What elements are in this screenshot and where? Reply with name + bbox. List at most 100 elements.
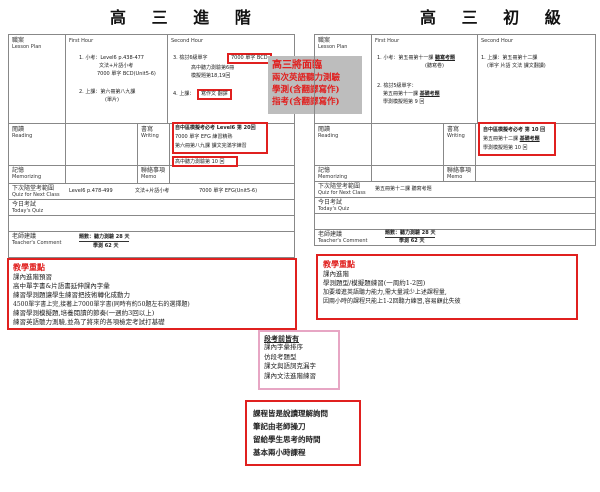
left-quiz-next-en: Quiz for Next Class	[12, 192, 60, 198]
left-write-en: Writing	[141, 133, 159, 139]
left-sh-item3: 3. 檢討6級單字	[173, 55, 208, 61]
summary-line-3: 留給學生思考的時間	[253, 435, 321, 444]
right-write-3: 學測模擬題第 10 回	[483, 145, 528, 151]
left-write-label: 書寫	[141, 126, 154, 133]
right-fh-item1b: (聽寫卷)	[425, 63, 444, 69]
right-fh-item1: 1. 小考：第五冊第十一課	[377, 55, 434, 61]
left-quiz-next-v2: 文法+片語小考	[135, 188, 170, 194]
left-lesson-label: 職案	[12, 37, 25, 44]
right-comment-v2: 學測 62 天	[399, 238, 425, 244]
right-fh-item1-ul: 聽寫考題	[434, 55, 455, 61]
right-write-en: Writing	[447, 133, 465, 139]
exam-callout: 高三將面臨 兩次英語聽力測驗 學測(含翻譯寫作) 指考(含翻譯寫作)	[268, 56, 362, 114]
right-lesson-label: 職案	[318, 37, 331, 44]
right-notes-line-2: 學測題型/模擬題練習(一周約1-2回)	[323, 279, 426, 287]
right-memo-label: 聯絡事項	[447, 167, 472, 174]
right-comment-v1: 題數：聽力測驗 28 天	[385, 230, 436, 238]
left-quiz-next-v3: 7000 單字 EFG(Unit5-6)	[199, 188, 258, 194]
left-today-label: 今日考試	[12, 201, 37, 208]
left-fh-item1c: 7000 單字 BCD(Unit5-6)	[97, 71, 156, 77]
callout-line-1: 高三將面臨	[272, 60, 322, 71]
pre-exam-line-1: 課內字彙排序	[264, 343, 303, 351]
left-notes-heading: 教學重點	[13, 263, 45, 272]
right-quiz-next-v1: 第五冊第十二課 聽寫考題	[375, 186, 432, 192]
right-sh-item1: 1. 上課：第五冊第十二課	[481, 55, 538, 61]
right-teaching-notes: 教學重點 課內進階 學測題型/模擬題練習(一周約1-2回) 加要增進英語聽力能力…	[316, 254, 578, 320]
left-notes-line-4: 4500單字書上完,接著上7000單字書(同時有約50題左右的選擇題)	[13, 301, 190, 308]
pre-exam-box: 段考前皆有 課內字彙排序 仿段考題型 課文與語詞克漏字 課內文法進階練習	[258, 330, 340, 390]
right-mem-label: 記憶	[318, 167, 331, 174]
left-read-en: Reading	[12, 133, 33, 139]
right-notes-heading: 教學重點	[323, 260, 355, 269]
left-notes-line-3: 練習學測題讓學生練習把技術轉化成動力	[13, 291, 130, 299]
right-read-label: 閱讀	[318, 126, 331, 133]
left-mem-label: 記憶	[12, 167, 25, 174]
right-lesson-plan-form: 職案 Lesson Plan First Hour Second Hour 1.…	[314, 34, 596, 246]
left-mem-en: Memorizing	[12, 174, 42, 180]
summary-line-1: 課程皆是說讀理解詢問	[253, 409, 328, 418]
pre-exam-line-4: 課內文法進階練習	[264, 371, 316, 380]
right-fh-item2c: 學測模擬題第 9 回	[383, 99, 425, 105]
right-mem-en: Memorizing	[318, 174, 348, 180]
right-fh-item2b-ul: 基礎考題	[419, 91, 440, 97]
left-quiz-next-v1: Level6 p.478-499	[69, 188, 113, 194]
pre-exam-line-2: 仿段考題型	[264, 352, 297, 361]
left-write-highlight-box	[172, 122, 268, 154]
left-write-4: 高中聽力測驗第 10 回	[175, 159, 225, 165]
callout-line-2: 兩次英語聽力測驗	[272, 73, 341, 83]
right-read-en: Reading	[318, 133, 339, 139]
left-sh-item3-box: 7000 單字 BCD	[227, 53, 272, 64]
right-write-highlight-box	[478, 122, 556, 156]
right-comment-label: 老師建議	[318, 231, 343, 238]
left-comment-v1: 題數：聽力測驗 28 天	[79, 234, 130, 242]
left-sh-item3b: 高中聽力測驗第6冊	[191, 65, 235, 71]
right-lesson-en: Lesson Plan	[318, 44, 348, 50]
course-summary-box: 課程皆是說讀理解詢問 筆記由老師操刀 留給學生思考的時間 基本兩小時課程	[245, 400, 361, 466]
left-memo-en: Memo	[141, 174, 157, 180]
left-write-3: 第六冊第八九課 課文完滿字練習	[175, 143, 247, 149]
left-read-label: 閱讀	[12, 126, 25, 133]
left-lesson-plan-form: 職案 Lesson Plan First Hour Second Hour 1.…	[8, 34, 295, 258]
left-comment-v2: 學測 62 天	[93, 243, 119, 249]
left-teaching-notes: 教學重點 課內進階預習 高中單字書&片語書延伸課內字彙 練習學測題讓學生練習把技…	[7, 258, 297, 330]
callout-line-3: 學測(含翻譯寫作)	[272, 85, 340, 95]
right-title: 高 三 初 級	[420, 8, 571, 27]
right-write-label: 書寫	[447, 126, 460, 133]
pre-exam-heading: 段考前皆有	[264, 334, 299, 343]
right-first-hour-label: First Hour	[375, 38, 400, 44]
left-fh-item2: 2. 上課：第六冊第八九課	[79, 89, 136, 95]
left-lesson-en: Lesson Plan	[12, 44, 42, 50]
right-fh-item2: 2. 檢討5級單字：	[377, 83, 417, 89]
right-comment-en: Teacher's Comment	[318, 238, 368, 244]
left-notes-line-1: 課內進階預習	[13, 273, 52, 281]
right-notes-line-4: 因兩小時的課程只能上1-2回聽力練習,容易顧此失彼	[323, 298, 461, 305]
left-sh-item4: 4. 上課：	[173, 91, 195, 97]
right-write-2-ul: 基礎考題	[519, 136, 540, 142]
left-comment-en: Teacher's Comment	[12, 240, 62, 246]
right-second-hour-label: Second Hour	[481, 38, 514, 44]
right-today-en: Today's Quiz	[318, 206, 350, 212]
right-memo-en: Memo	[447, 174, 463, 180]
left-fh-item1: 1. 小考：Level6 p.438-477	[79, 55, 144, 61]
right-write-1: 自中區模擬考必考 第 10 回	[483, 127, 546, 133]
callout-line-4: 指考(含翻譯寫作)	[272, 97, 340, 107]
left-fh-item2b: (單片)	[105, 97, 119, 103]
left-write-1: 自中區模擬考必考 Level6 第 20回	[175, 125, 256, 131]
right-fh-item2b: 第五冊第十一課	[383, 91, 419, 97]
right-notes-line-3: 加要增進英語聽力能力,需大量減少上述課程量,	[323, 289, 447, 296]
left-notes-line-2: 高中單字書&片語書延伸課內字彙	[13, 282, 110, 290]
left-notes-line-5: 練習學測模擬題,培養閱讀的節奏(一週約3回以上)	[13, 309, 155, 317]
left-first-hour-label: First Hour	[69, 38, 94, 44]
left-comment-label: 老師建議	[12, 233, 37, 240]
left-sh-item3c: 模擬題第18,19回	[191, 73, 231, 79]
left-quiz-next-label: 下次隨堂考範圍	[12, 185, 55, 192]
right-sh-item1b: (單字 片語 文法 課文翻讀)	[487, 63, 546, 69]
left-listening-highlight-box	[172, 156, 238, 167]
summary-line-4: 基本兩小時課程	[253, 448, 306, 457]
left-notes-line-6: 練習英語聽力測驗,並為了將來的各項檢定考試打基礎	[13, 318, 165, 326]
left-second-hour-label: Second Hour	[171, 38, 204, 44]
left-fh-item1b: 文法+片語小考	[99, 63, 134, 69]
right-quiz-next-label: 下次隨堂考範圍	[318, 183, 361, 190]
pre-exam-line-3: 課文與語詞克漏字	[264, 362, 316, 370]
left-sh-item4-box: 寫作文 翻譯	[197, 89, 232, 100]
